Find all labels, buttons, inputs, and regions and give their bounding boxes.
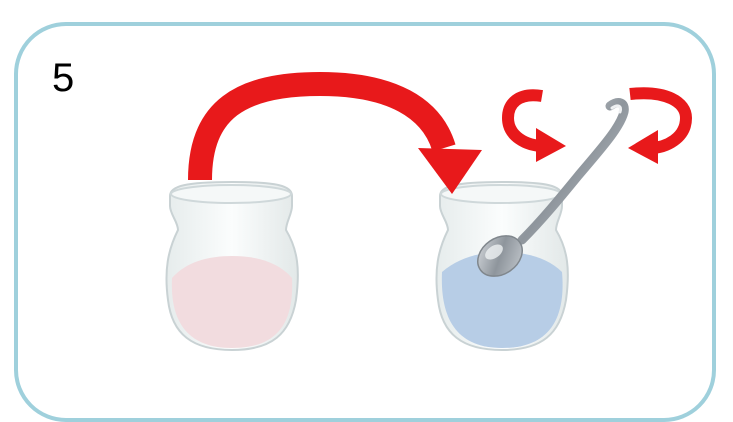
jar-left [166,182,297,350]
circular-arrow-left-icon [508,95,566,162]
circular-arrow-right-icon [628,93,686,164]
jar-left-liquid [172,256,292,348]
step-illustration [0,0,733,394]
curved-arrow-icon [200,84,482,194]
